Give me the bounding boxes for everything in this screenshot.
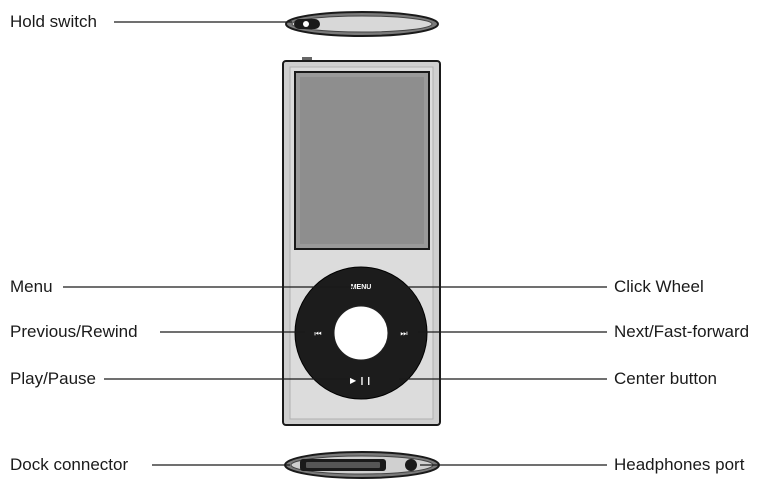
bottom-view xyxy=(284,451,440,479)
next-icon: ⏭ xyxy=(400,329,407,338)
label-next-fast-forward: Next/Fast-forward xyxy=(614,322,750,341)
label-previous-rewind: Previous/Rewind xyxy=(10,322,138,341)
headphones-jack xyxy=(405,459,417,471)
label-hold-switch: Hold switch xyxy=(10,12,97,31)
previous-icon: ⏮ xyxy=(314,329,321,338)
label-center-button: Center button xyxy=(614,369,718,388)
center-button xyxy=(333,305,389,361)
hold-switch-top-view xyxy=(285,11,439,37)
label-menu: Menu xyxy=(10,277,53,296)
leader-lines xyxy=(63,21,607,466)
label-click-wheel: Click Wheel xyxy=(614,277,704,296)
wheel-menu-text: MENU xyxy=(351,284,372,291)
label-dock-connector: Dock connector xyxy=(10,455,129,474)
play-pause-icon: ▶︎ ❙❙ xyxy=(350,376,372,385)
click-wheel: MENU ⏮ ⏭ ▶︎ ❙❙ xyxy=(294,266,428,400)
label-headphones-port: Headphones port xyxy=(614,455,745,474)
label-play-pause: Play/Pause xyxy=(10,369,96,388)
